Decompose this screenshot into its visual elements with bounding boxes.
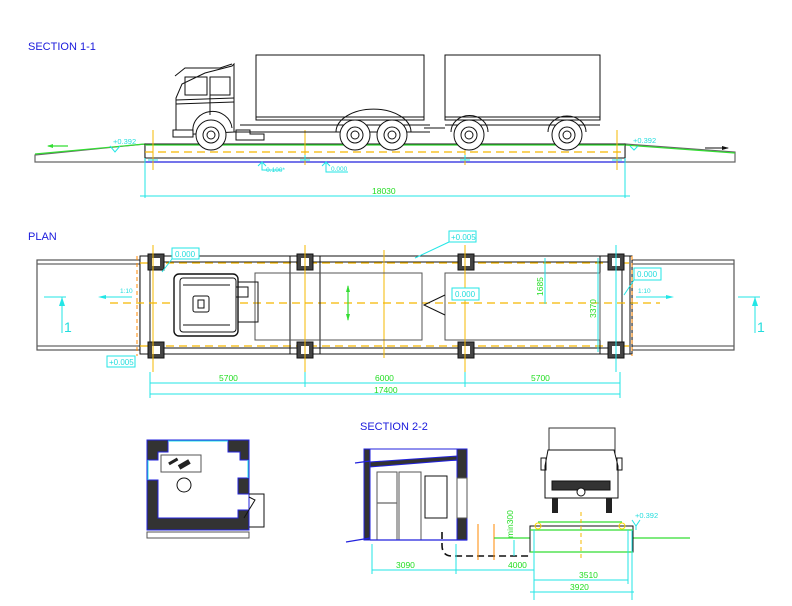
dimension-segment-1: 5700: [219, 373, 238, 383]
section-2-2: SECTION 2-2: [345, 421, 690, 600]
wheel: [376, 119, 408, 151]
level-tag-bottom-left: +0.005: [109, 358, 134, 367]
section-2-2-title: SECTION 2-2: [360, 421, 428, 433]
section-marker-left: 1: [44, 296, 72, 335]
load-cell: [457, 341, 475, 359]
arrow-left-icon: [98, 295, 106, 299]
wheel: [551, 119, 583, 151]
truck-side-view: [172, 54, 601, 151]
level-ramp-2-2: +0.392: [635, 511, 658, 520]
dimension-width: 3370: [588, 299, 598, 318]
dimension-inner-width: 3510: [579, 570, 598, 580]
right-ramp: [624, 143, 736, 163]
cabin-plan: [146, 439, 265, 539]
level-left-ramp: +0.392: [113, 137, 136, 146]
level-floor: 0.000: [331, 166, 348, 173]
truck-top-view: [173, 273, 259, 337]
wheel: [453, 119, 485, 151]
dimension-cabin-width: 3090: [396, 560, 415, 570]
chair: [176, 477, 192, 493]
load-cell: [147, 253, 165, 271]
truck-front-view: [540, 427, 623, 513]
slope-left: 1:10: [120, 288, 133, 295]
dimension-total: 17400: [374, 385, 398, 395]
dimension-total-length: 18030: [372, 186, 396, 196]
plan-title: PLAN: [28, 231, 57, 243]
dimension-half-width: 1685: [535, 277, 545, 296]
section-marker-right: 1: [738, 296, 765, 335]
level-tag-center: 0.000: [455, 290, 476, 299]
dimension-offset: 4000: [508, 560, 527, 570]
section-1-1-title: SECTION 1-1: [28, 41, 96, 53]
svg-text:1: 1: [757, 319, 765, 335]
dimension-segment-2: 6000: [375, 373, 394, 383]
level-tag-top-left: 0.000: [175, 250, 196, 259]
level-right-ramp: +0.392: [633, 136, 656, 145]
section-1-1: SECTION 1-1 +0.392 +0.392: [28, 41, 736, 198]
level-tag-right: 0.000: [637, 270, 658, 279]
wheel: [195, 119, 227, 151]
svg-text:1: 1: [64, 319, 72, 335]
load-cell: [457, 253, 475, 271]
arrow-right-icon: [666, 295, 674, 299]
slope-right: 1:10: [638, 288, 651, 295]
plan-view: PLAN: [28, 230, 765, 398]
left-ramp: [34, 143, 146, 163]
level-pit-bottom: -0.100*: [264, 167, 285, 174]
dimension-segment-3: 5700: [531, 373, 550, 383]
level-tag-top-middle: +0.005: [451, 233, 476, 242]
load-cell: [147, 341, 165, 359]
wheel: [339, 119, 371, 151]
dimension-outer-width: 3920: [570, 582, 589, 592]
dimension-min-depth: min300: [505, 510, 515, 538]
